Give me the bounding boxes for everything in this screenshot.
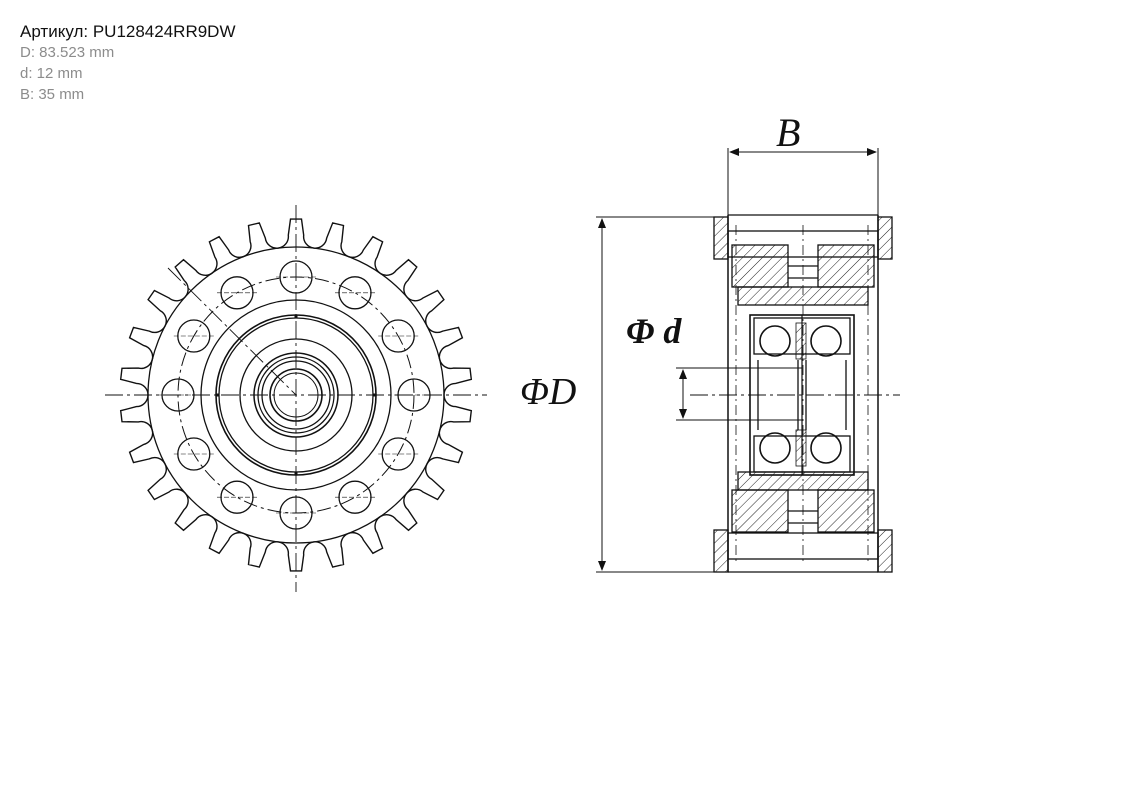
spec-outer-diameter: D: 83.523 mm [20,44,115,61]
ball-top-left [759,325,791,357]
dimension-B [727,148,879,215]
dimension-D [596,216,720,573]
bolt-holes [158,260,434,530]
article-title: Артикул: PU128424RR9DW [20,22,236,41]
front-view [105,205,487,592]
center-line-diag [167,267,297,396]
ball-bottom-right [810,432,842,464]
ball-top-right [810,325,842,357]
spec-width: B: 35 mm [20,86,85,103]
side-view [676,214,900,573]
label-phi-d: Φ d [626,311,682,351]
product-info: Артикул: PU128424RR9DW D: 83.523 mm d: 1… [20,22,236,105]
ball-bottom-left [759,432,791,464]
label-phi-D: ΦD [520,371,576,413]
label-B: B [776,110,800,155]
spec-inner-diameter: d: 12 mm [20,65,83,82]
sprocket-outline [119,218,473,572]
